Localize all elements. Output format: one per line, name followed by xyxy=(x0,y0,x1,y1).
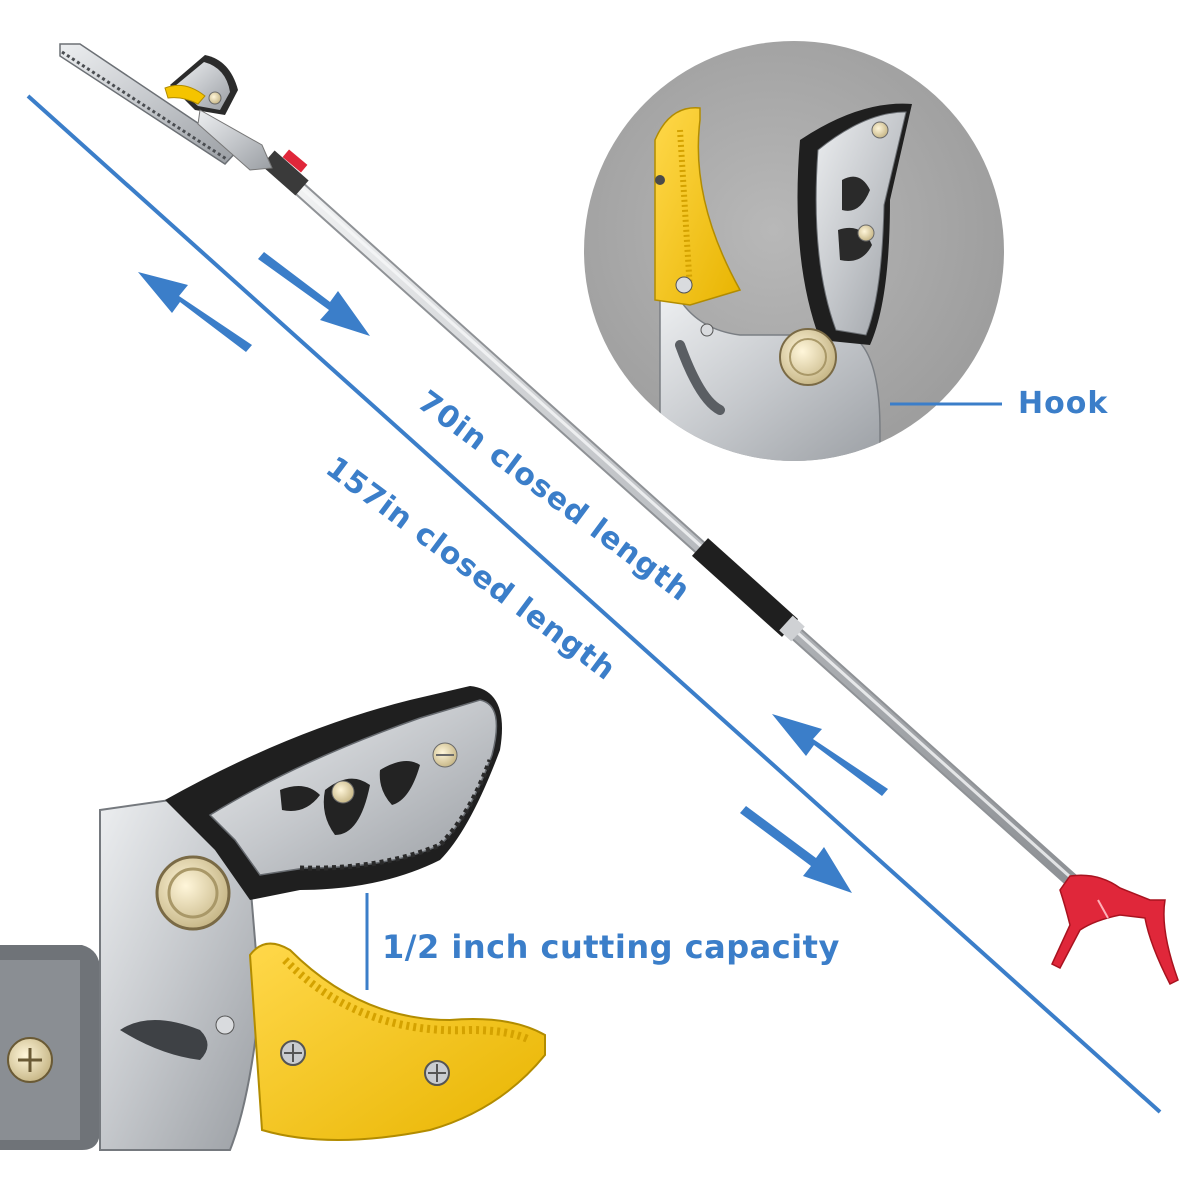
cutter-closeup xyxy=(0,686,546,1151)
arrow-down-right-bottom xyxy=(740,806,852,893)
arrow-up-left-top xyxy=(138,272,252,352)
arrow-down-right-top xyxy=(258,252,370,336)
pruner-head xyxy=(59,43,308,173)
pole-grip xyxy=(691,538,799,637)
label-hook: Hook xyxy=(1018,386,1109,421)
red-trigger-handle xyxy=(1051,874,1179,986)
measure-line-157 xyxy=(26,94,1162,1114)
saw-blade xyxy=(59,43,240,165)
pole-collar xyxy=(261,150,309,196)
label-cutting-capacity: 1/2 inch cutting capacity xyxy=(382,928,840,966)
hook-inset xyxy=(584,41,1004,461)
telescopic-pole xyxy=(261,150,1088,896)
mini-yellow-handle xyxy=(164,84,206,105)
arrow-up-left-bottom xyxy=(772,714,888,796)
